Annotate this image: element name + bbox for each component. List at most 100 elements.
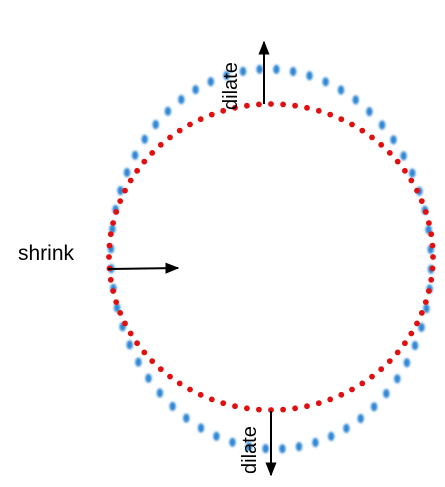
inner-ring-dot — [292, 102, 298, 109]
inner-ring-dot — [187, 121, 193, 128]
outer-ring-dot — [135, 357, 142, 367]
inner-ring-dot — [359, 127, 366, 134]
inner-ring-dot — [113, 299, 120, 305]
outer-ring-dot — [337, 85, 345, 95]
inner-ring-dot — [127, 330, 134, 337]
outer-ring-dot — [262, 444, 269, 454]
inner-ring-dot — [187, 386, 193, 393]
outer-ring-dot — [306, 71, 313, 81]
inner-ring-dot — [414, 320, 420, 327]
inner-ring-dot — [414, 187, 420, 194]
outer-ring-dot — [352, 95, 359, 105]
outer-ring-dot — [289, 66, 297, 77]
outer-ring-dot — [213, 431, 220, 441]
inner-ring-dot — [134, 340, 141, 347]
outer-ring-dot — [239, 66, 247, 76]
outer-ring-dot — [312, 437, 319, 448]
inner-ring-dot — [315, 107, 322, 114]
inner-ring-dot — [429, 242, 436, 249]
outer-blue-dotted-ellipse — [107, 64, 435, 454]
outer-ring-dot — [229, 437, 236, 447]
inner-ring-dot — [107, 276, 114, 283]
inner-ring-dot — [208, 111, 215, 118]
outer-ring-dot — [197, 423, 205, 433]
outer-ring-dot — [273, 64, 280, 74]
inner-ring-dot — [197, 116, 204, 123]
outer-ring-dot — [403, 358, 411, 368]
dilate-top-label: dilate — [220, 62, 242, 110]
inner-ring-dot — [122, 320, 128, 327]
outer-ring-dot — [295, 442, 303, 452]
inner-ring-dot — [327, 111, 334, 118]
inner-ring-dot — [327, 396, 334, 403]
outer-ring-dot — [423, 303, 430, 314]
inner-ring-dot — [197, 391, 204, 398]
inner-ring-dot — [244, 102, 250, 109]
inner-ring-dot — [418, 198, 425, 205]
outer-ring-dot — [328, 431, 335, 441]
inner-ring-dot — [244, 405, 250, 412]
inner-ring-dot — [256, 101, 262, 108]
inner-ring-dot — [117, 198, 124, 205]
inner-ring-dot — [176, 380, 183, 387]
inner-ring-dot — [402, 167, 408, 174]
outer-ring-dot — [245, 441, 253, 452]
outer-ring-dot — [256, 64, 263, 74]
inner-ring-dot — [268, 101, 274, 107]
inner-ring-dot — [256, 406, 262, 413]
inner-ring-dot — [304, 403, 310, 410]
inner-ring-dot — [141, 349, 148, 356]
inner-ring-dot — [280, 101, 286, 108]
outer-ring-dot — [370, 402, 378, 412]
inner-ring-dot — [127, 177, 134, 184]
inner-ring-dot — [422, 299, 429, 305]
inner-ring-dot — [429, 265, 436, 272]
inner-ring-dot — [408, 177, 415, 184]
outer-ring-dot — [279, 444, 286, 454]
inner-red-dotted-ellipse — [106, 101, 436, 413]
inner-ring-dot — [394, 349, 401, 356]
outer-ring-dot — [383, 388, 390, 399]
outer-ring-dot — [223, 70, 230, 81]
outer-ring-dot — [418, 322, 425, 332]
outer-ring-dot — [169, 401, 176, 411]
shrink-label: shrink — [18, 242, 75, 265]
outer-ring-dot — [109, 224, 116, 234]
outer-ring-dot — [164, 106, 172, 116]
outer-ring-dot — [192, 85, 199, 95]
inner-ring-dot — [315, 400, 322, 407]
inner-ring-dot — [280, 406, 286, 413]
inner-ring-dot — [208, 396, 215, 403]
inner-ring-dot — [349, 386, 355, 393]
outer-ring-dot — [131, 150, 139, 160]
inner-ring-dot — [359, 380, 366, 387]
inner-ring-dot — [106, 242, 113, 249]
outer-ring-dot — [378, 120, 386, 130]
inner-ring-dot — [110, 288, 116, 294]
inner-ring-dot — [110, 220, 116, 226]
outer-ring-dot — [145, 373, 152, 383]
outer-ring-dot — [113, 303, 121, 313]
inner-ring-dot — [422, 209, 429, 215]
dilate-bottom-label: dilate — [239, 426, 261, 474]
outer-ring-dot — [117, 186, 124, 196]
outer-ring-dot — [178, 94, 185, 105]
inner-ring-dot — [408, 330, 415, 337]
inner-ring-dot — [369, 134, 375, 141]
inner-ring-dot — [149, 150, 156, 156]
outer-ring-dot — [411, 340, 419, 351]
inner-ring-dot — [149, 358, 156, 364]
shrink-arrow — [107, 262, 180, 274]
outer-ring-dot — [390, 135, 397, 145]
inner-ring-dot — [220, 400, 227, 407]
inner-ring-dot — [338, 391, 345, 398]
inner-ring-dot — [122, 187, 128, 194]
inner-ring-dot — [349, 121, 355, 128]
inner-ring-dot — [268, 407, 274, 413]
outer-ring-dot — [343, 423, 350, 433]
inner-ring-dot — [378, 366, 385, 373]
inner-ring-dot — [394, 158, 401, 165]
inner-ring-dot — [386, 358, 393, 364]
inner-ring-dot — [426, 220, 432, 226]
outer-ring-dot — [366, 107, 373, 117]
